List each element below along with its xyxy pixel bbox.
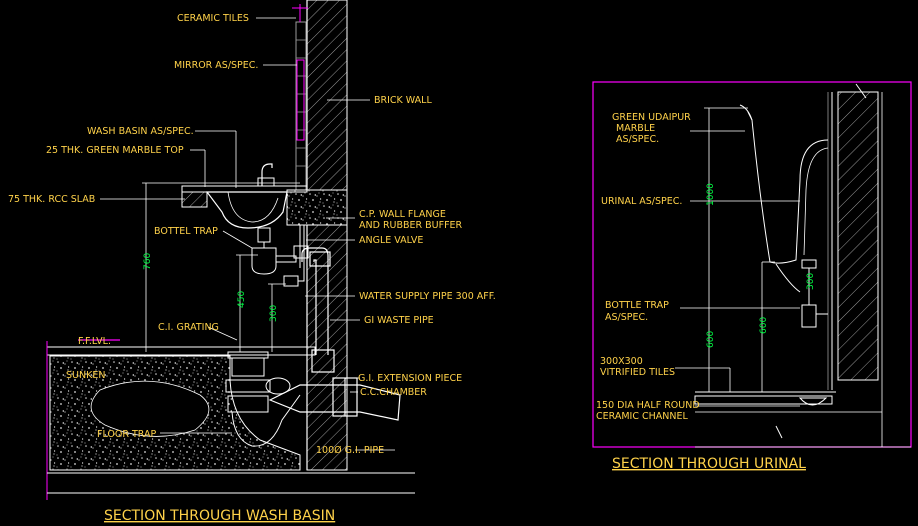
dim-1000: 1000 (706, 183, 716, 206)
urinal-dimension-lines (704, 107, 775, 393)
label-ci-grating: C.I. GRATING (158, 322, 219, 333)
title-wash-basin: SECTION THROUGH WASH BASIN (104, 508, 335, 524)
label-green-udaipur: GREEN UDAIPUR (612, 112, 691, 123)
floor-trap (225, 351, 301, 447)
faucet (261, 163, 273, 186)
label-urinal: URINAL AS/SPEC. (601, 196, 682, 207)
urinal-dimensions: 1000 600 600 300 (706, 183, 816, 348)
label-gi-waste: GI WASTE PIPE (364, 315, 434, 326)
urinal-leaders (675, 130, 800, 407)
label-mirror: MIRROR AS/SPEC. (174, 60, 258, 71)
wash-basin-bowl (205, 191, 288, 229)
label-marble: MARBLE (616, 123, 655, 134)
urinal-section: GREEN UDAIPUR MARBLE AS/SPEC. URINAL AS/… (592, 81, 912, 472)
label-marble-spec: AS/SPEC. (616, 134, 659, 145)
urinal-labels: GREEN UDAIPUR MARBLE AS/SPEC. URINAL AS/… (596, 112, 700, 422)
label-gi-pipe: 100Ø G.I. PIPE (316, 445, 384, 456)
vitrified-tiles (694, 395, 833, 405)
leader-lines (100, 17, 395, 451)
label-angle-valve: ANGLE VALVE (359, 235, 423, 246)
dim-300: 300 (269, 305, 279, 322)
label-ceramic-tiles: CERAMIC TILES (177, 13, 249, 24)
label-bottel-trap: BOTTEL TRAP (154, 226, 218, 237)
ceramic-channel (798, 397, 828, 406)
label-wall-flange: C.P. WALL FLANGE (359, 209, 446, 220)
label-marble-top: 25 THK. GREEN MARBLE TOP (46, 145, 184, 156)
label-brick-wall: BRICK WALL (374, 95, 432, 106)
label-floor-trap: FLOOR TRAP (97, 429, 157, 440)
dim-760: 760 (143, 253, 153, 270)
mirror (296, 59, 305, 141)
bottle-trap (251, 227, 297, 275)
label-rubber-buffer: AND RUBBER BUFFER (359, 220, 463, 231)
urinal-wall (837, 91, 879, 381)
water-supply-pipe (283, 225, 309, 287)
wash-basin-section: CERAMIC TILES MIRROR AS/SPEC. BRICK WALL… (8, 0, 496, 524)
dim-600-a: 600 (706, 331, 716, 348)
label-gi-extension: G.I. EXTENSION PIECE (358, 373, 462, 384)
dim-300-u: 300 (806, 273, 816, 290)
title-urinal: SECTION THROUGH URINAL (612, 456, 806, 472)
label-ff-lvl: F.F.LVL. (78, 336, 111, 347)
finished-floor (46, 346, 316, 356)
label-bottle-trap: BOTTLE TRAP (605, 300, 669, 311)
label-water-supply: WATER SUPPLY PIPE 300 AFF. (359, 291, 496, 302)
label-vitrified-tiles: VITRIFIED TILES (600, 367, 675, 378)
slab-section (286, 189, 348, 226)
dim-600-b: 600 (759, 317, 769, 334)
label-tile-size: 300X300 (600, 356, 643, 367)
dimension-lines (142, 182, 300, 352)
urinal-bottle-trap (775, 259, 828, 328)
wash-basin-labels: CERAMIC TILES MIRROR AS/SPEC. BRICK WALL… (8, 13, 496, 456)
label-bottle-trap-spec: AS/SPEC. (605, 312, 648, 323)
label-wash-basin: WASH BASIN AS/SPEC. (87, 126, 194, 137)
dim-450: 450 (237, 291, 247, 308)
gi-waste-pipe (301, 247, 335, 373)
urinal-body (747, 111, 829, 264)
label-cc-chamber: C.C.CHAMBER (360, 387, 427, 398)
wash-basin-dimensions: 760 450 300 (143, 253, 279, 322)
label-ceramic-channel: CERAMIC CHANNEL (596, 411, 688, 422)
label-half-round: 150 DIA HALF ROUND (596, 400, 700, 411)
label-sunken: SUNKEN (66, 370, 105, 381)
label-rcc-slab: 75 THK. RCC SLAB (8, 194, 95, 205)
brick-wall (306, 0, 348, 196)
